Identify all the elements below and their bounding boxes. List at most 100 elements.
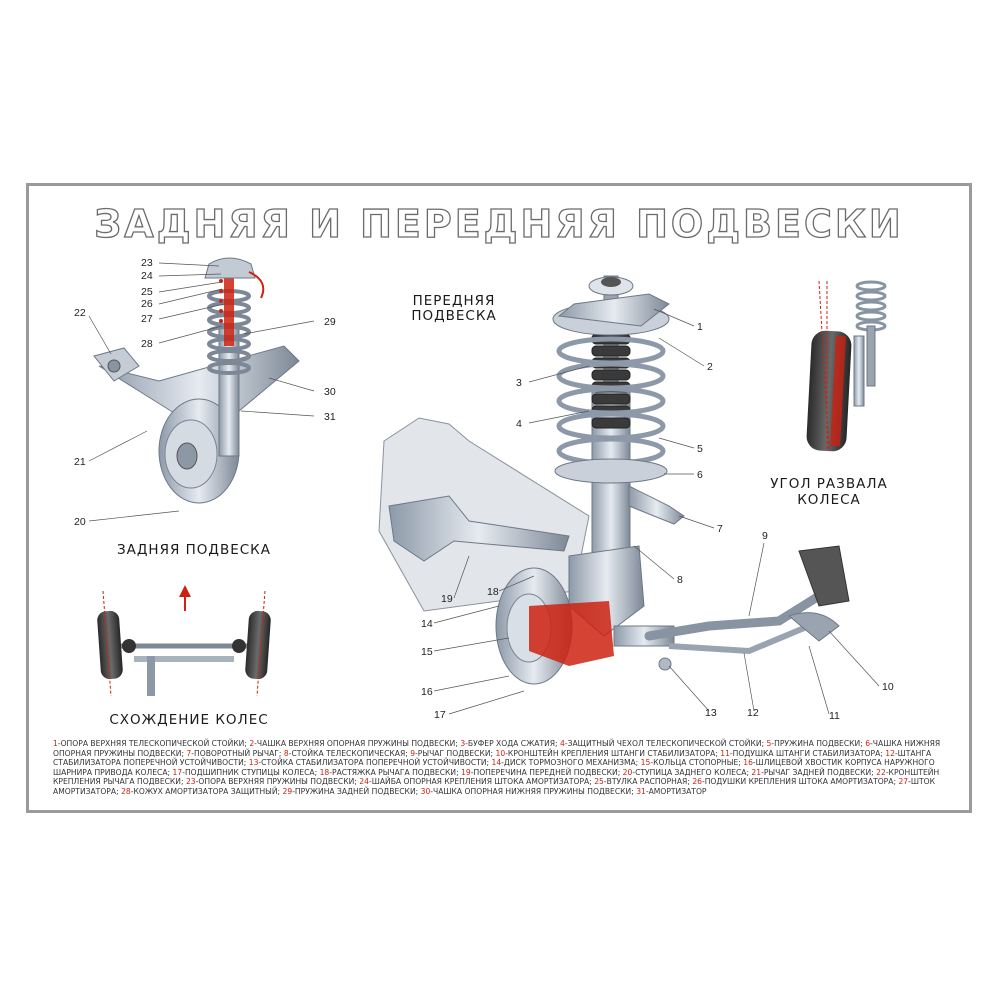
wheel-camber-illustration [806,280,887,452]
wheel-toe-illustration [97,585,271,697]
legend-number: 19 [461,767,471,777]
caption-front-suspension: ПЕРЕДНЯЯ ПОДВЕСКА [409,294,499,324]
legend-description: -растяжка рычага подвески; [329,767,462,777]
legend-description: -защитный чехол телескопической стойки; [564,739,767,748]
legend-number: 31 [636,786,646,796]
legend-number: 22 [876,767,886,777]
callout-28: 28 [141,338,153,350]
legend-number: 10 [495,748,506,758]
callout-20: 20 [74,516,86,528]
legend-number: 30 [420,786,431,796]
legend-number: 24 [359,777,369,787]
legend-number: 20 [622,767,633,777]
legend-description: -чашка верхняя опорная пружины подвески; [254,739,461,748]
caption-front-line1: ПЕРЕДНЯЯ [412,293,496,309]
legend-number: 6 [865,739,871,748]
caption-camber-line2: КОЛЕСА [797,492,861,508]
legend-description: -чашка нижняя опорная пружины подвески; [53,739,941,758]
legend-number: 21 [751,767,762,777]
callout-5: 5 [697,443,703,455]
legend-description: -поперечина передней подвески; [470,767,623,777]
callout-25: 25 [141,286,153,298]
legend-number: 11 [720,748,730,758]
legend-description: -подшипник ступицы колеса; [182,767,320,777]
legend-number: 25 [594,777,604,787]
legend-number: 16 [743,758,753,768]
legend-number: 12 [885,748,895,758]
legend-text: 1-опора верхняя телескопической стойки; … [53,739,953,797]
callout-24: 24 [141,270,153,282]
legend-number: 4 [560,739,565,748]
legend-description: -шайба опорная крепления штока амортизат… [368,777,595,787]
callout-8: 8 [677,574,683,586]
callout-23: 23 [141,257,153,269]
legend-number: 5 [766,739,772,748]
legend-description: -кронштейн крепления рычага подвески; [53,767,940,787]
legend-number: 29 [282,786,293,796]
legend-description: -буфер хода сжатия; [465,739,561,748]
legend-number: 3 [460,739,466,748]
callout-7: 7 [717,523,723,535]
legend-description: -кронштейн крепления штанги стабилизатор… [505,748,721,758]
callout-13: 13 [705,707,717,719]
callout-21: 21 [74,456,86,468]
callout-17: 17 [434,709,446,721]
caption-rear-suspension: ЗАДНЯЯ ПОДВЕСКА [116,542,271,558]
legend-description: -амортизатор [645,786,707,796]
callout-14: 14 [421,618,433,630]
caption-toe: СХОЖДЕНИЕ КОЛЕС [109,712,269,728]
legend-number: 9 [410,748,416,758]
legend-description: -втулка распорная; [603,777,693,787]
legend-description: -рычаг задней подвески; [761,767,877,777]
legend-description: -опора верхняя пружины подвески; [195,777,360,787]
callout-15: 15 [421,646,433,658]
legend-number: 7 [186,748,192,758]
callout-11: 11 [829,710,840,722]
caption-camber-line1: УГОЛ РАЗВАЛА [770,476,888,492]
callout-1: 1 [697,321,703,333]
callout-22: 22 [74,307,86,319]
legend-number: 13 [248,758,259,768]
legend-number: 8 [283,748,289,758]
callout-30: 30 [324,386,336,398]
legend-description: -диск тормозного механизма; [501,758,641,768]
callout-18: 18 [487,586,499,598]
callout-9: 9 [762,530,768,542]
legend-description: -рычаг подвески; [415,748,496,758]
legend-number: 27 [898,777,909,787]
legend-description: -поворотный рычаг; [191,748,284,758]
legend-number: 26 [692,777,702,787]
callout-29: 29 [324,316,336,328]
legend-description: -подушка штанги стабилизатора; [729,748,886,758]
legend-description: -пружина подвески; [771,739,866,748]
callout-31: 31 [324,411,336,423]
legend-number: 2 [249,739,255,748]
callout-3: 3 [516,377,522,389]
legend-number: 17 [172,767,183,777]
legend-description: -шток амортизатора; [53,777,935,796]
legend-number: 15 [640,758,651,768]
legend-description: -подушки крепления штока амортизатора; [701,777,899,787]
rear-suspension-illustration: 23 24 25 26 27 28 29 30 31 22 21 20 [74,257,336,528]
callout-19: 19 [441,593,453,605]
callout-10: 10 [882,681,894,693]
legend-number: 18 [319,767,330,777]
caption-camber: УГОЛ РАЗВАЛА КОЛЕСА [759,476,899,508]
callout-6: 6 [697,469,703,481]
callout-26: 26 [141,298,153,310]
legend-number: 1 [53,739,58,748]
legend-number: 28 [121,786,131,796]
legend-description: -кольца стопорные; [650,758,744,768]
legend-description: -шлицевой хвостик корпуса наружного шарн… [53,758,935,777]
callout-4: 4 [516,418,522,430]
legend-number: 14 [491,758,502,768]
legend-description: -опора верхняя телескопической стойки; [57,739,250,748]
poster: ЗАДНЯЯ И ПЕРЕДНЯЯ ПОДВЕСКИ [26,183,972,813]
legend-description: -штанга стабилизатора поперечной устойчи… [53,748,932,768]
page-title: ЗАДНЯЯ И ПЕРЕДНЯЯ ПОДВЕСКИ [94,201,904,246]
legend-description: -стойка стабилизатора поперечной устойчи… [258,758,492,768]
legend-description: -ступица заднего колеса; [632,767,752,777]
legend-description: -чашка опорная нижняя пружины подвески; [430,786,637,796]
callout-12: 12 [747,707,759,719]
caption-front-line2: ПОДВЕСКА [411,308,497,324]
